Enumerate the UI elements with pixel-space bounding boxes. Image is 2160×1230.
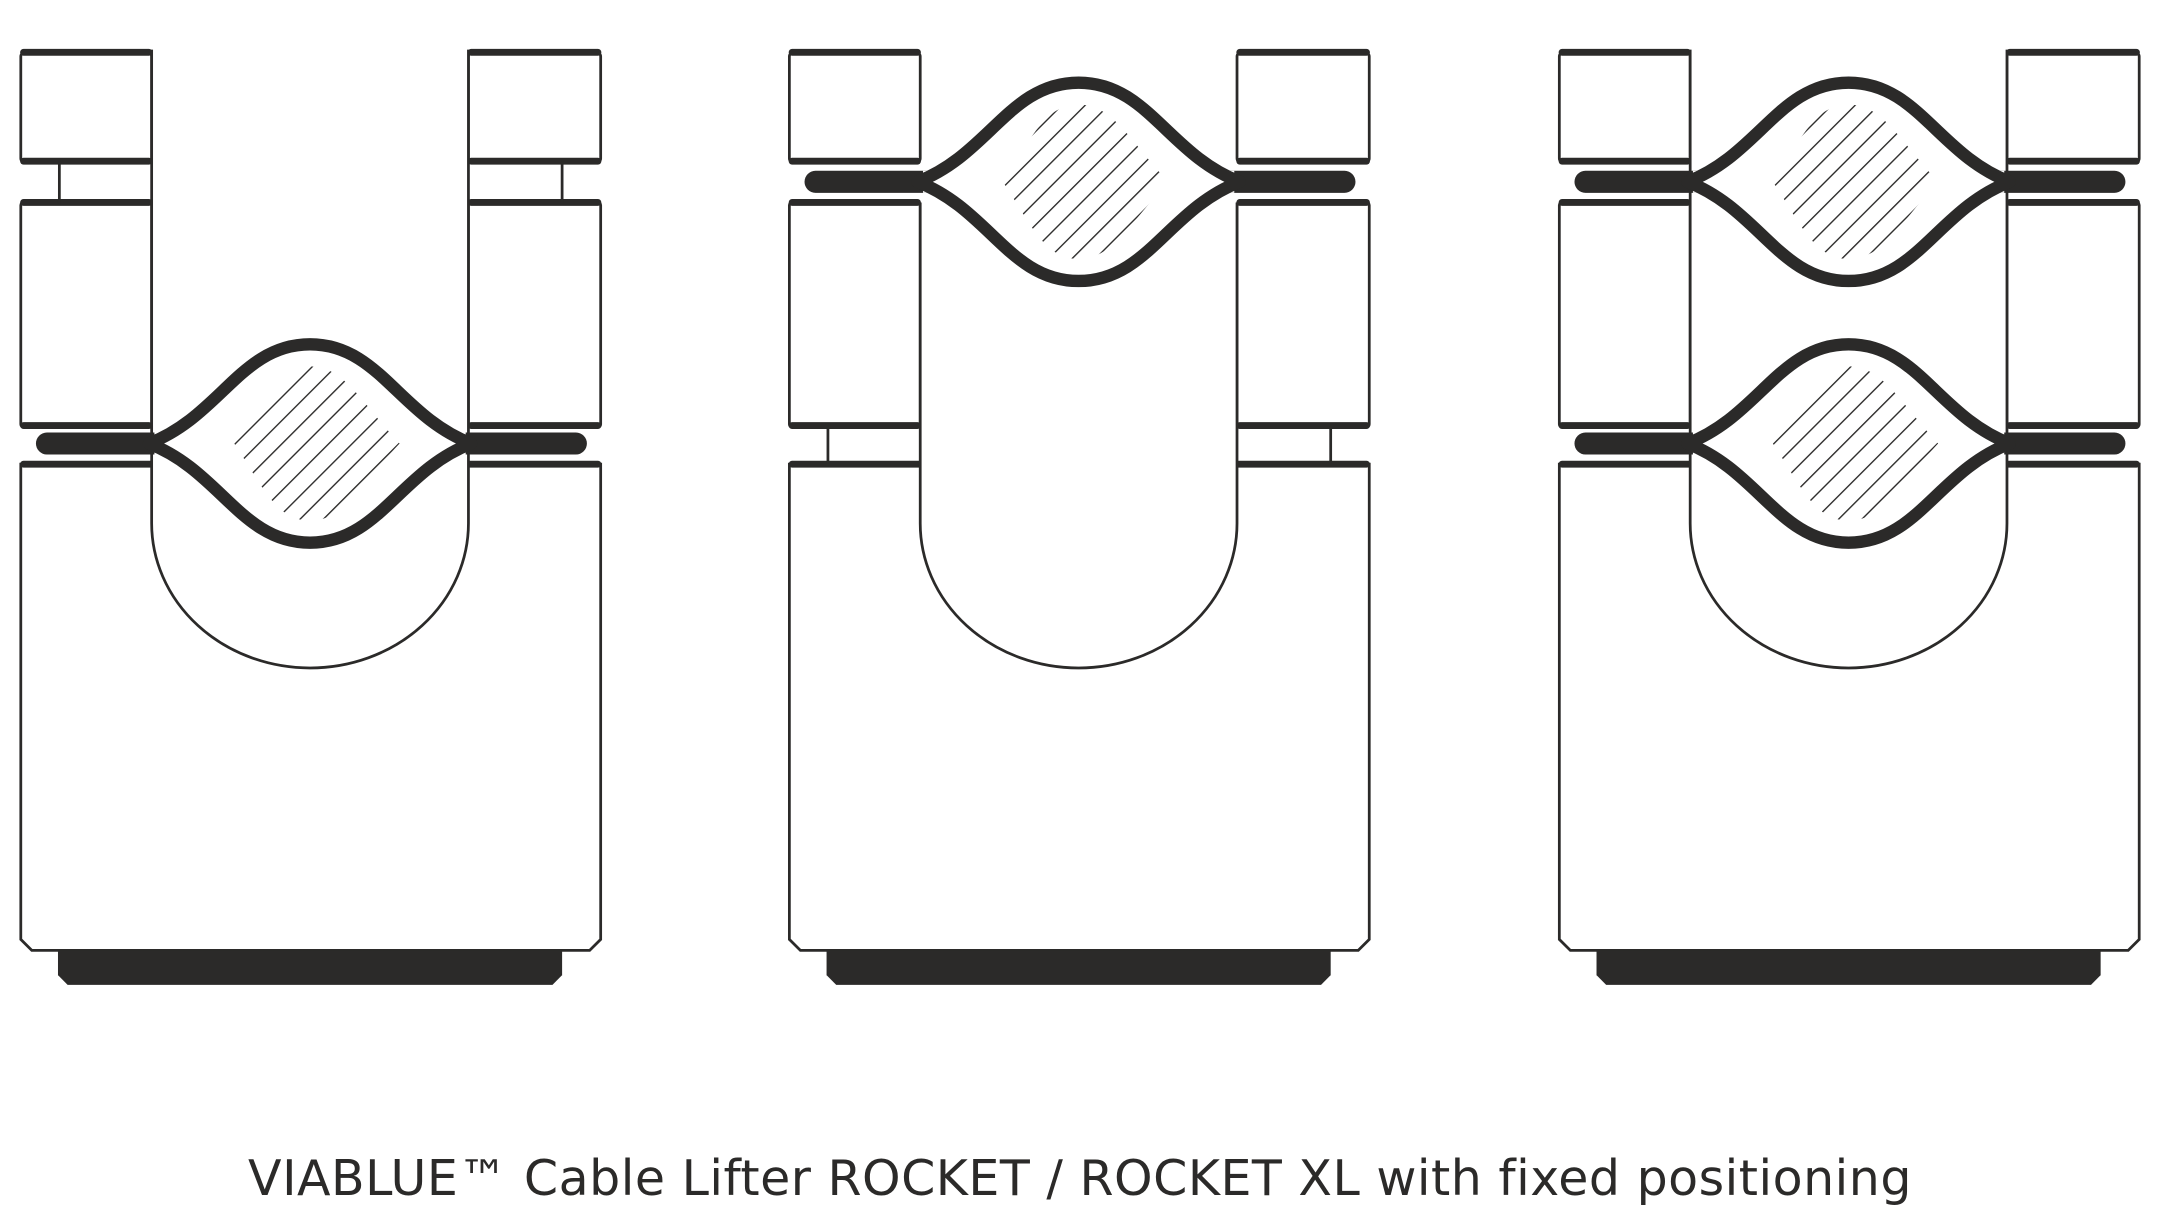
diagram-double-cable [1557, 48, 2141, 985]
right-middle-block [1235, 201, 1371, 429]
right-middle-block [467, 201, 603, 429]
left-middle-block [787, 201, 922, 429]
right-top-cap [1235, 50, 1371, 164]
base-foot [1596, 950, 2101, 985]
base-foot [826, 950, 1331, 985]
right-middle-block [2005, 201, 2141, 429]
figure-caption: VIABLUE™ Cable Lifter ROCKET / ROCKET XL… [248, 1150, 1912, 1207]
left-middle-block [1557, 201, 1692, 429]
left-top-cap [787, 50, 922, 164]
base-foot [57, 950, 563, 985]
diagram-single-cable-high [787, 48, 1371, 985]
cable-upper-hatching [1772, 104, 1939, 259]
left-middle-block [19, 201, 154, 429]
cable-channel [918, 202, 1239, 670]
cable-lower-hatching [1772, 366, 1939, 521]
right-top-cap [2005, 50, 2141, 164]
cable-lower-hatching [234, 366, 400, 521]
left-top-cap [1557, 50, 1692, 164]
cable-upper-hatching [1002, 104, 1169, 259]
right-top-cap [467, 50, 603, 164]
diagram-single-cable-low [19, 48, 603, 985]
left-top-cap [19, 50, 154, 164]
